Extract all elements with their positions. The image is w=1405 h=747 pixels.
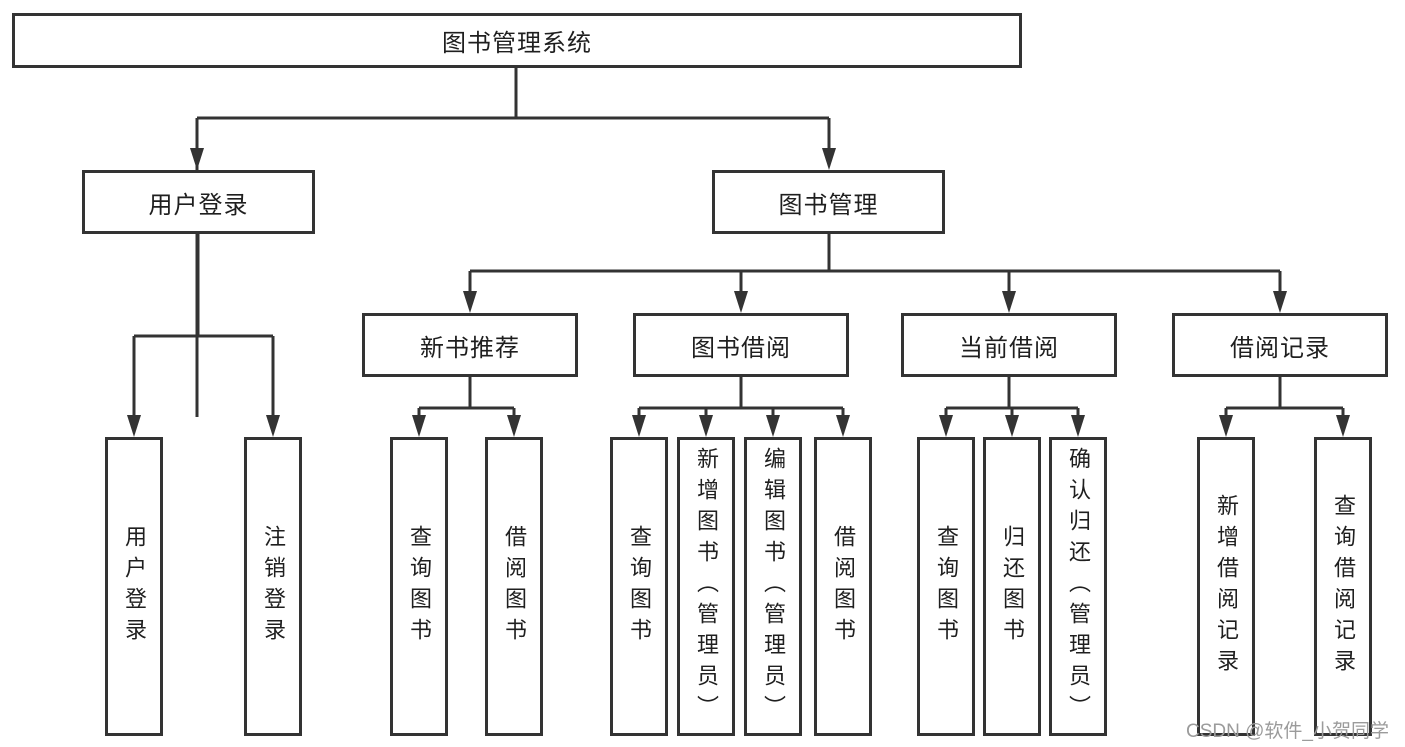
node-label: 新增图书（管理员） bbox=[694, 447, 719, 726]
node-label: 编辑图书（管理员） bbox=[761, 447, 786, 726]
watermark: CSDN @软件_小贺同学 bbox=[1186, 721, 1389, 742]
node-leaf-borrow-books-1: 借阅图书 bbox=[485, 437, 543, 736]
node-label: 借阅记录 bbox=[1230, 334, 1330, 362]
node-new-book-recommend: 新书推荐 bbox=[362, 313, 578, 377]
node-borrowing-records: 借阅记录 bbox=[1172, 313, 1388, 377]
node-label: 查询图书 bbox=[627, 524, 652, 649]
node-leaf-user-login: 用户登录 bbox=[105, 437, 163, 736]
node-leaf-query-books-3: 查询图书 bbox=[917, 437, 975, 736]
node-label: 图书管理系统 bbox=[442, 30, 592, 57]
connector-path bbox=[132, 68, 1345, 417]
node-label: 当前借阅 bbox=[959, 334, 1059, 362]
node-label: 新增借阅记录 bbox=[1214, 493, 1239, 680]
node-label: 图书管理 bbox=[778, 191, 879, 219]
node-book-management: 图书管理 bbox=[712, 170, 945, 234]
node-leaf-query-books-2: 查询图书 bbox=[610, 437, 668, 736]
node-library-system: 图书管理系统 bbox=[12, 13, 1022, 68]
node-label: 借阅图书 bbox=[502, 524, 527, 649]
node-leaf-add-books-admin: 新增图书（管理员） bbox=[677, 437, 735, 736]
node-leaf-query-books-1: 查询图书 bbox=[390, 437, 448, 736]
node-book-borrowing: 图书借阅 bbox=[633, 313, 849, 377]
node-label: 查询图书 bbox=[407, 524, 432, 649]
node-user-login: 用户登录 bbox=[82, 170, 315, 234]
node-leaf-add-borrow-record: 新增借阅记录 bbox=[1197, 437, 1255, 736]
arrowheads bbox=[127, 148, 1350, 437]
node-leaf-return-books: 归还图书 bbox=[983, 437, 1041, 736]
node-leaf-edit-books-admin: 编辑图书（管理员） bbox=[744, 437, 802, 736]
node-label: 归还图书 bbox=[1000, 524, 1025, 649]
node-leaf-confirm-return-admin: 确认归还（管理员） bbox=[1049, 437, 1107, 736]
node-label: 用户登录 bbox=[122, 524, 147, 649]
node-label: 查询借阅记录 bbox=[1331, 493, 1356, 680]
node-leaf-borrow-books-2: 借阅图书 bbox=[814, 437, 872, 736]
node-label: 用户登录 bbox=[148, 191, 249, 219]
node-label: 借阅图书 bbox=[831, 524, 856, 649]
node-leaf-query-borrow-record: 查询借阅记录 bbox=[1314, 437, 1372, 736]
node-label: 查询图书 bbox=[934, 524, 959, 649]
node-leaf-logout: 注销登录 bbox=[244, 437, 302, 736]
node-label: 新书推荐 bbox=[420, 334, 520, 362]
node-label: 注销登录 bbox=[261, 524, 286, 649]
node-label: 图书借阅 bbox=[691, 334, 791, 362]
node-label: 确认归还（管理员） bbox=[1066, 447, 1091, 726]
node-current-borrowing: 当前借阅 bbox=[901, 313, 1117, 377]
